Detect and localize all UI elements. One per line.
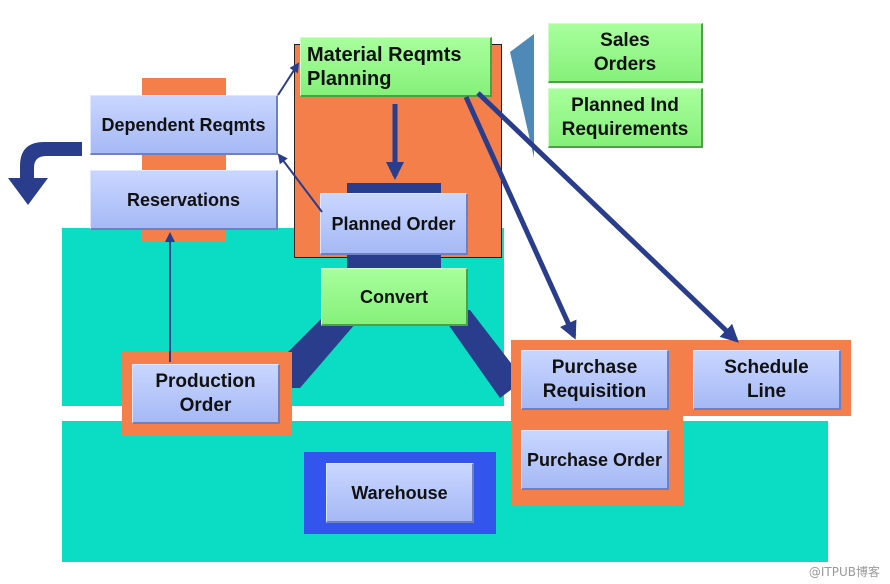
sales-orders-box[interactable]: Sales Orders [548,23,703,83]
arrow-mrp-to-purchase-requisition [463,95,577,340]
warehouse-box[interactable]: Warehouse [326,463,474,523]
watermark: @ITPUB博客 [808,565,880,579]
convert-box[interactable]: Convert [321,268,468,326]
planned-order-bottom-bar [347,255,441,269]
dependent-reqmts-box[interactable]: Dependent Reqmts [90,95,278,155]
mrp-box[interactable]: Material Reqmts Planning [300,37,492,97]
arrow-planned-order-to-dependent [277,153,323,213]
planned-ind-requirements-box[interactable]: Planned Ind Requirements [548,88,703,148]
schedule-line-box[interactable]: Schedule Line [693,350,841,410]
production-order-box[interactable]: Production Order [132,364,280,424]
planned-order-box[interactable]: Planned Order [320,193,468,255]
arrow-mrp-to-schedule-line [476,91,739,343]
reservations-box[interactable]: Reservations [90,170,278,230]
planned-order-top-bar [347,183,441,193]
purchase-order-box[interactable]: Purchase Order [521,430,669,490]
band-right [438,310,524,398]
arrow-dependent-to-mrp [277,62,300,96]
purchase-requisition-box[interactable]: Purchase Requisition [521,350,669,410]
